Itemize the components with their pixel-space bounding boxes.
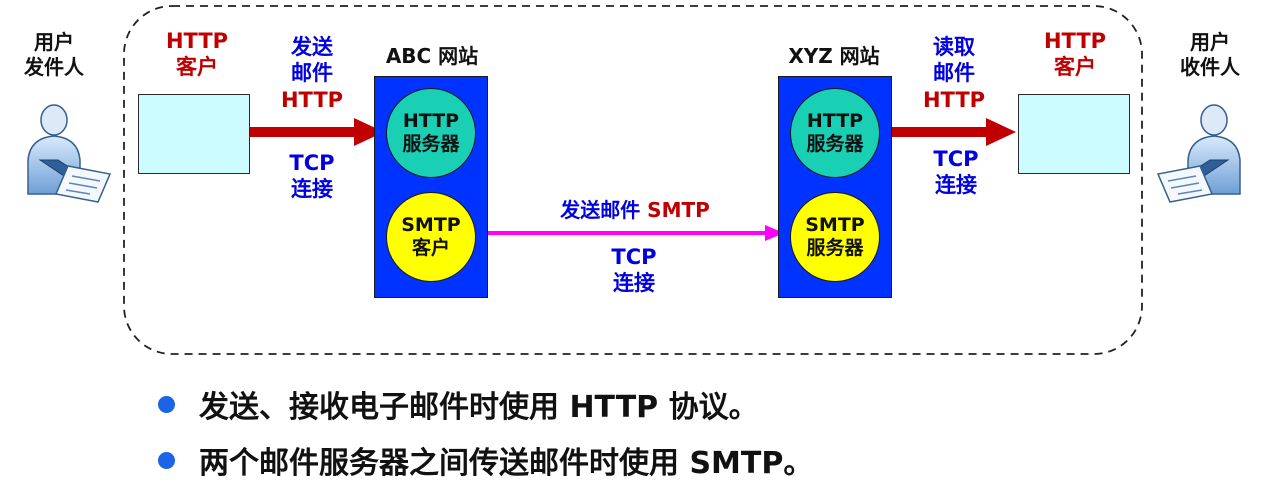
read-tcp-label: TCP 连接	[906, 146, 1006, 199]
abc-http-server-node: HTTP 服务器	[386, 88, 476, 178]
xyz-smtp-server-node: SMTP 服务器	[790, 192, 880, 282]
send-tcp-label: TCP 连接	[262, 150, 362, 203]
receiver-label-line2: 收件人	[1180, 55, 1240, 79]
bullet-dot	[158, 395, 175, 413]
xyz-site-title: XYZ 网站	[788, 44, 880, 68]
person-at-laptop-icon	[27, 104, 112, 203]
receiver-label-line1: 用户	[1190, 30, 1230, 54]
bullet-item: 两个邮件服务器之间传送邮件时使用 SMTP。	[158, 438, 813, 482]
read-tcp-line2: 连接	[935, 173, 977, 198]
send-http-arrow	[250, 118, 384, 146]
send-tcp-line2: 连接	[291, 177, 333, 202]
read-link-label: 读取 邮件 HTTP	[904, 34, 1004, 113]
xyz-http-server-line1: HTTP	[806, 110, 864, 133]
sender-label: 用户 发件人	[4, 30, 104, 80]
right-http-client-box	[1018, 94, 1130, 174]
abc-http-server-line2: 服务器	[402, 133, 460, 155]
send-tcp-line1: TCP	[289, 151, 335, 175]
abc-smtp-client-line1: SMTP	[401, 214, 461, 237]
bullet-dot	[158, 451, 175, 469]
abc-smtp-client-node: SMTP 客户	[386, 192, 476, 282]
smtp-tcp-line1: TCP	[611, 245, 657, 269]
smtp-tcp-label: TCP 连接	[584, 244, 684, 297]
smtp-tcp-line2: 连接	[613, 271, 655, 296]
receiver-label: 用户 收件人	[1160, 30, 1260, 80]
xyz-http-server-node: HTTP 服务器	[790, 88, 880, 178]
abc-http-server-line1: HTTP	[402, 110, 460, 133]
right-client-label-line2: 客户	[1054, 55, 1096, 80]
right-client-label: HTTP 客户	[1030, 28, 1120, 81]
smtp-link-label: 发送邮件 SMTP	[520, 198, 750, 223]
left-client-label-line2: 客户	[176, 55, 218, 80]
read-link-line1: 读取	[933, 35, 975, 59]
xyz-http-server-line2: 服务器	[806, 133, 864, 155]
smtp-arrow	[477, 225, 784, 241]
left-client-label: HTTP 客户	[152, 28, 242, 81]
right-client-label-line1: HTTP	[1043, 29, 1107, 53]
send-link-protocol: HTTP	[280, 87, 344, 112]
bullet-text: 两个邮件服务器之间传送邮件时使用 SMTP。	[199, 446, 814, 481]
xyz-smtp-server-line1: SMTP	[805, 214, 865, 237]
smtp-link-protocol: SMTP	[647, 198, 710, 222]
bullet-item: 发送、接收电子邮件时使用 HTTP 协议。	[158, 382, 759, 426]
read-tcp-line1: TCP	[933, 147, 979, 171]
read-http-arrow	[880, 118, 1016, 146]
bullet-text: 发送、接收电子邮件时使用 HTTP 协议。	[199, 390, 759, 425]
abc-smtp-client-line2: 客户	[411, 237, 450, 259]
system-boundary	[123, 5, 1143, 355]
left-client-label-line1: HTTP	[165, 29, 229, 53]
read-link-line2: 邮件	[933, 61, 975, 86]
read-link-protocol: HTTP	[922, 87, 986, 112]
send-link-label: 发送 邮件 HTTP	[262, 34, 362, 113]
smtp-link-text: 发送邮件	[560, 198, 641, 222]
left-http-client-box	[138, 94, 250, 174]
abc-site-title: ABC 网站	[385, 44, 479, 68]
sender-label-line2: 发件人	[24, 55, 84, 79]
person-at-laptop-icon	[1156, 104, 1241, 203]
send-link-line1: 发送	[291, 35, 333, 59]
sender-label-line1: 用户	[34, 30, 74, 54]
send-link-line2: 邮件	[291, 61, 333, 86]
xyz-smtp-server-line2: 服务器	[806, 237, 864, 259]
